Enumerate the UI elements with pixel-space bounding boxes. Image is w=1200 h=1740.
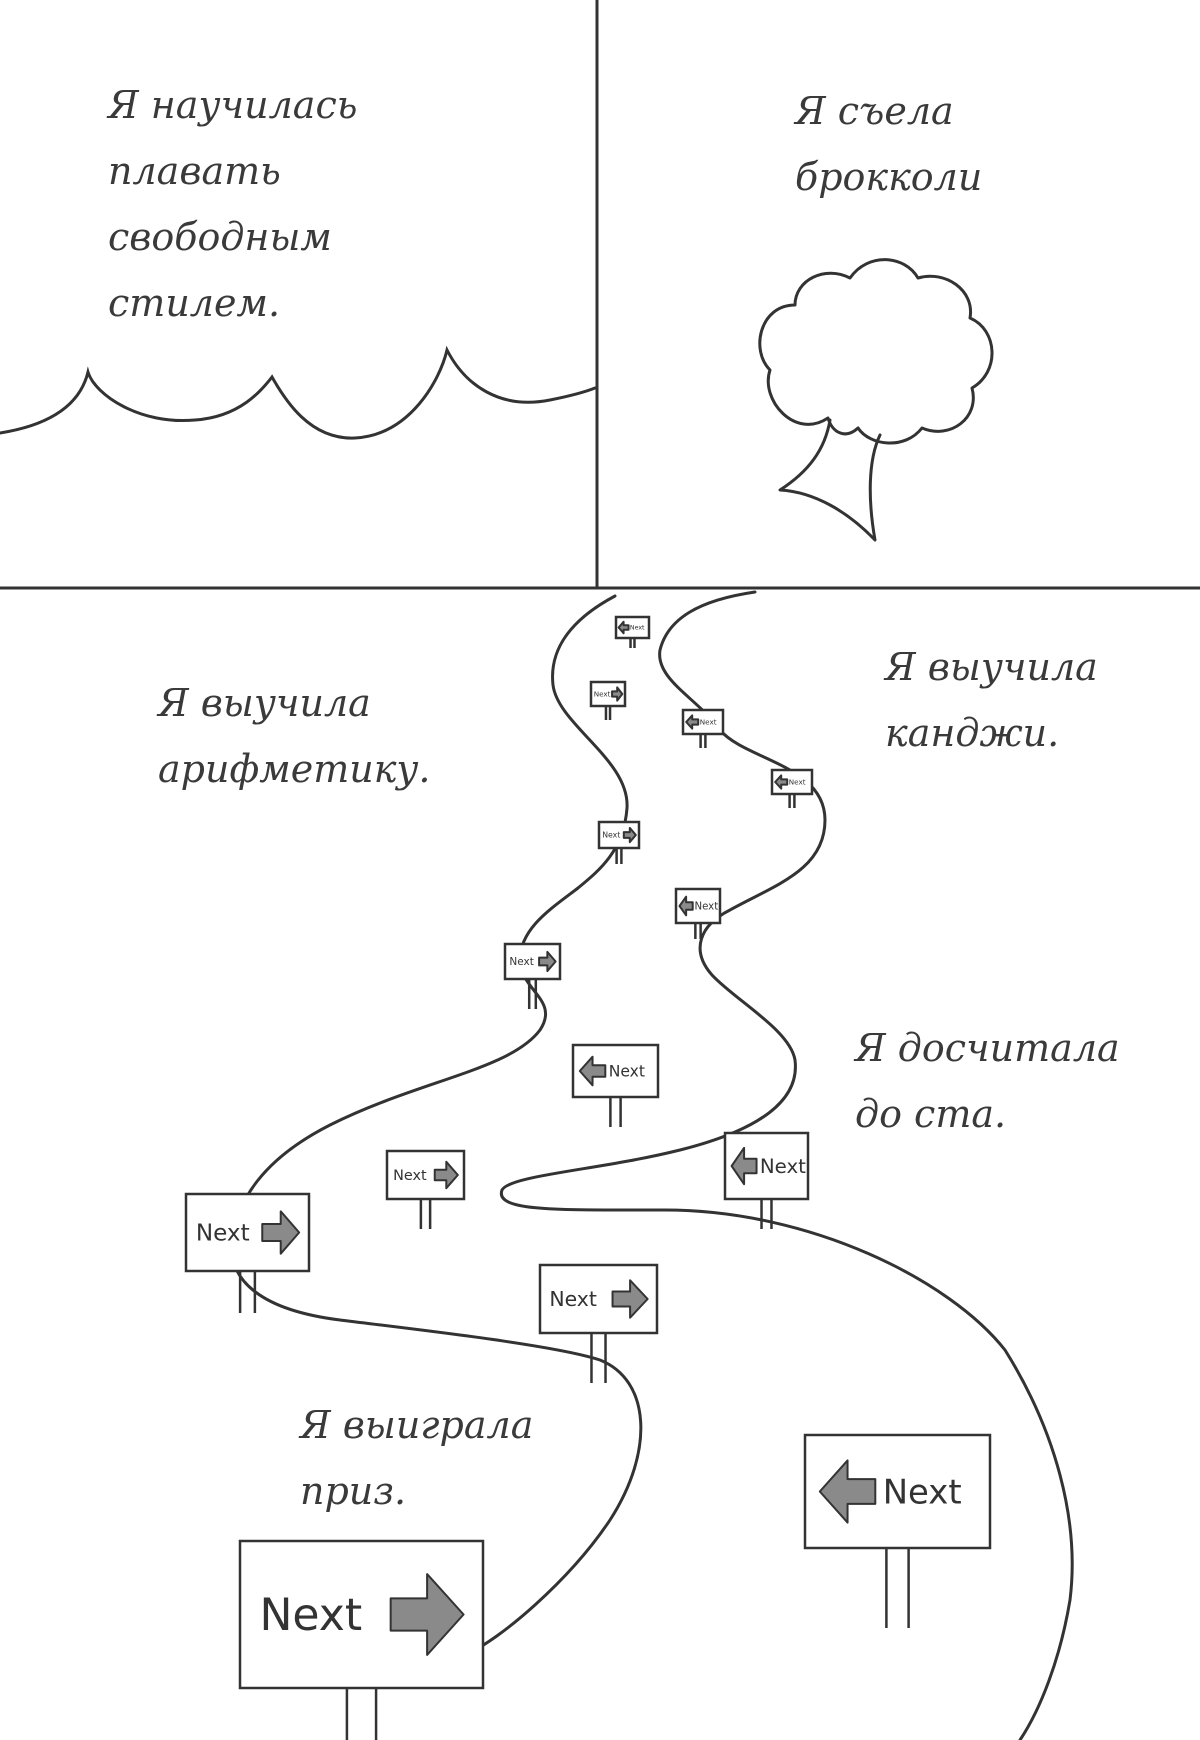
caption-arithmetic: Я выучила арифметику. bbox=[158, 670, 431, 802]
arrow-left-icon bbox=[685, 714, 700, 730]
signpost: Next bbox=[597, 820, 641, 864]
caption-line: Я научилась bbox=[108, 83, 358, 127]
arrow-left-icon bbox=[678, 895, 694, 917]
caption-kanji: Я выучила канджи. bbox=[885, 634, 1098, 766]
arrow-right-icon bbox=[611, 686, 624, 702]
signpost: Next bbox=[538, 1263, 659, 1383]
signpost: Next bbox=[385, 1149, 466, 1229]
caption-line: арифметику. bbox=[158, 747, 431, 791]
signpost: Next bbox=[674, 887, 722, 939]
caption-line: плавать bbox=[108, 149, 281, 193]
signpost: Next bbox=[770, 768, 814, 808]
sign-label: Next bbox=[549, 1287, 597, 1311]
caption-line: до ста. bbox=[855, 1092, 1007, 1136]
signpost: Next bbox=[803, 1433, 992, 1628]
broccoli-icon bbox=[758, 258, 994, 542]
sign-label: Next bbox=[259, 1590, 362, 1641]
sign-label: Next bbox=[700, 718, 717, 727]
arrow-right-icon bbox=[389, 1573, 465, 1656]
arrow-left-icon bbox=[774, 774, 789, 790]
wave-icon bbox=[0, 345, 597, 440]
caption-line: Я съела bbox=[795, 89, 954, 133]
arrow-right-icon bbox=[538, 950, 557, 973]
caption-line: Я выучила bbox=[158, 681, 371, 725]
signpost: Next bbox=[184, 1192, 311, 1313]
arrow-left-icon bbox=[617, 620, 630, 635]
signpost: Next bbox=[614, 615, 651, 648]
signpost: Next bbox=[589, 680, 627, 720]
arrow-left-icon bbox=[818, 1459, 877, 1524]
road-right-edge bbox=[499, 590, 1074, 1740]
sign-label: Next bbox=[883, 1472, 962, 1511]
caption-line: Я выучила bbox=[885, 645, 1098, 689]
road bbox=[230, 590, 1074, 1740]
sign-label: Next bbox=[609, 1062, 645, 1080]
caption-prize: Я выиграла приз. bbox=[300, 1392, 533, 1524]
arrow-left-icon bbox=[578, 1055, 607, 1087]
caption-count: Я досчитала до ста. bbox=[855, 1015, 1120, 1147]
sign-label: Next bbox=[393, 1168, 427, 1184]
sign-label: Next bbox=[630, 625, 645, 632]
caption-line: Я досчитала bbox=[855, 1026, 1120, 1070]
arrow-right-icon bbox=[622, 826, 637, 844]
arrow-right-icon bbox=[433, 1160, 459, 1190]
signpost: Next bbox=[723, 1131, 810, 1229]
signpost: Next bbox=[681, 708, 725, 748]
caption-swim: Я научилась плавать свободным стилем. bbox=[108, 72, 357, 336]
signpost: Next bbox=[571, 1043, 660, 1127]
arrow-right-icon bbox=[261, 1210, 301, 1255]
panel-borders bbox=[0, 0, 1200, 590]
caption-line: брокколи bbox=[795, 155, 983, 199]
caption-line: Я выиграла bbox=[300, 1403, 534, 1447]
signpost: Next bbox=[503, 942, 562, 1009]
sign-label: Next bbox=[789, 778, 806, 787]
caption-line: стилем. bbox=[108, 281, 281, 325]
caption-line: свободным bbox=[108, 215, 332, 259]
sign-label: Next bbox=[694, 902, 718, 913]
sign-label: Next bbox=[196, 1221, 250, 1247]
sign-label: Next bbox=[760, 1155, 806, 1178]
caption-line: приз. bbox=[300, 1469, 407, 1513]
road-left-edge bbox=[230, 594, 643, 1657]
sign-label: Next bbox=[594, 690, 611, 699]
caption-broccoli: Я съела брокколи bbox=[795, 78, 982, 210]
signpost: Next bbox=[238, 1539, 485, 1740]
arrow-right-icon bbox=[611, 1279, 649, 1319]
sign-label: Next bbox=[602, 831, 620, 840]
caption-line: канджи. bbox=[885, 711, 1060, 755]
arrow-left-icon bbox=[730, 1146, 758, 1186]
sign-label: Next bbox=[509, 956, 533, 968]
